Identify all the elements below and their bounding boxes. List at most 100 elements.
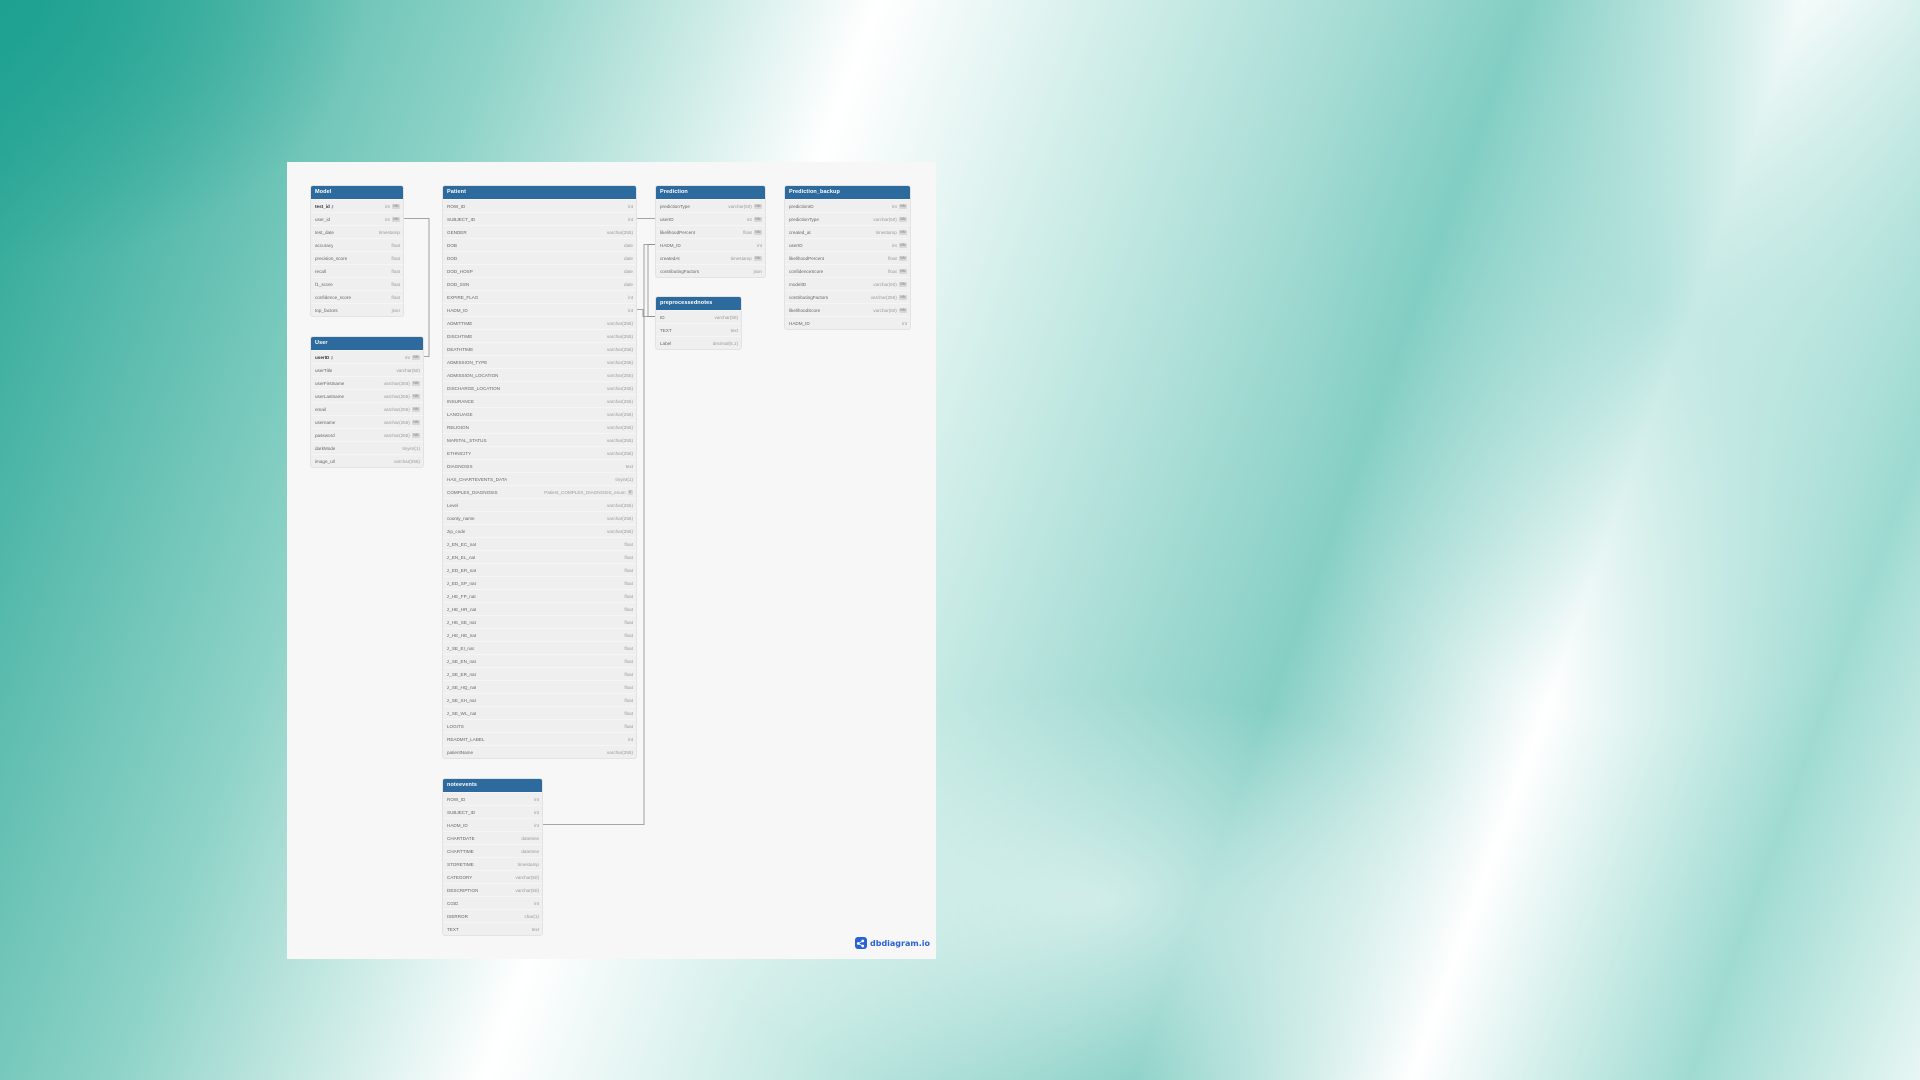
relationship-line-3[interactable]: [636, 309, 656, 317]
table-header[interactable]: noteevents: [443, 779, 542, 792]
brand-watermark[interactable]: dbdiagram.io: [854, 937, 930, 949]
table-header[interactable]: preprocessednotes: [656, 297, 741, 310]
relationship-line-0[interactable]: [403, 218, 430, 357]
table-header[interactable]: Patient: [443, 186, 636, 199]
table-header[interactable]: Prediction: [656, 186, 765, 199]
table-header[interactable]: Model: [311, 186, 403, 199]
relationship-line-2[interactable]: [647, 244, 656, 317]
relationship-line-4[interactable]: [542, 244, 656, 825]
table-header[interactable]: Prediction_backup: [785, 186, 910, 199]
table-header[interactable]: User: [311, 337, 423, 350]
